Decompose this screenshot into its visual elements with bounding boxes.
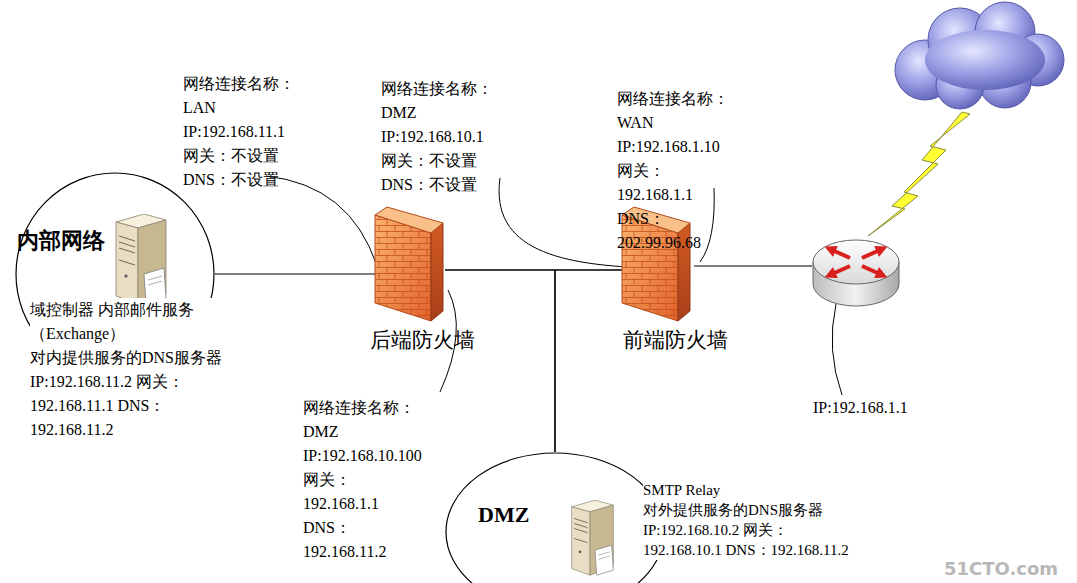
firewall: 后端防火墙 bbox=[375, 213, 445, 323]
network-link bbox=[445, 270, 555, 452]
interface-callout: 网络连接名称：WAN IP:192.168.1.10 网关：192.168.1.… bbox=[617, 87, 729, 255]
leader-lines bbox=[266, 176, 842, 395]
interface-callout: 网络连接名称：DMZ IP:192.168.10.1 网关：不设置 DNS：不设… bbox=[381, 77, 493, 197]
network-zone: 内部网络域控制器 内部邮件服务（Exchange） 对内提供服务的DNS服务器 … bbox=[15, 172, 215, 376]
firewall-side bbox=[431, 223, 443, 321]
router-shape bbox=[812, 238, 900, 308]
cloud bbox=[895, 2, 1064, 109]
router-arrow bbox=[830, 249, 850, 258]
router-top bbox=[813, 240, 899, 284]
zone-title: 内部网络 bbox=[17, 228, 105, 254]
interface-callout: 网络连接名称：LAN IP:192.168.11.1 网关：不设置 DNS：不设… bbox=[183, 72, 295, 192]
router-arrow bbox=[862, 266, 882, 275]
firewall-shape bbox=[622, 213, 694, 323]
firewall-top bbox=[375, 207, 443, 233]
firewall-shape bbox=[375, 213, 445, 323]
firewall-face bbox=[375, 215, 431, 321]
zone-outline bbox=[446, 453, 664, 583]
firewall-bricks bbox=[375, 215, 431, 321]
network-zone: DMZSMTP Relay 对外提供服务的DNS服务器 IP:192.168.1… bbox=[445, 452, 665, 583]
server-icon bbox=[116, 214, 166, 304]
ip-label: IP:192.168.1.1 bbox=[813, 396, 908, 420]
network-link bbox=[215, 273, 375, 274]
router-arrow bbox=[862, 249, 882, 258]
interface-callout: 网络连接名称：DMZ IP:192.168.10.100 网关：192.168.… bbox=[303, 396, 422, 564]
zone-title: DMZ bbox=[478, 502, 529, 528]
firewall-bricks bbox=[622, 215, 678, 321]
server-icon bbox=[572, 500, 614, 575]
firewall: 前端防火墙 bbox=[622, 213, 694, 323]
firewall-label: 后端防火墙 bbox=[370, 327, 475, 353]
server-info: SMTP Relay 对外提供服务的DNS服务器 IP:192.168.10.2… bbox=[643, 480, 858, 560]
network-link bbox=[555, 270, 622, 452]
network-link bbox=[694, 265, 812, 266]
firewall-label: 前端防火墙 bbox=[623, 327, 728, 353]
server-info: 域控制器 内部邮件服务（Exchange） 对内提供服务的DNS服务器 IP:1… bbox=[30, 298, 222, 442]
watermark: 51CTO.com bbox=[944, 558, 1058, 580]
router: IP:192.168.1.1 bbox=[812, 238, 900, 308]
router-arrow bbox=[830, 266, 850, 275]
firewall-face bbox=[622, 215, 678, 321]
lightning-bolt bbox=[868, 112, 970, 236]
